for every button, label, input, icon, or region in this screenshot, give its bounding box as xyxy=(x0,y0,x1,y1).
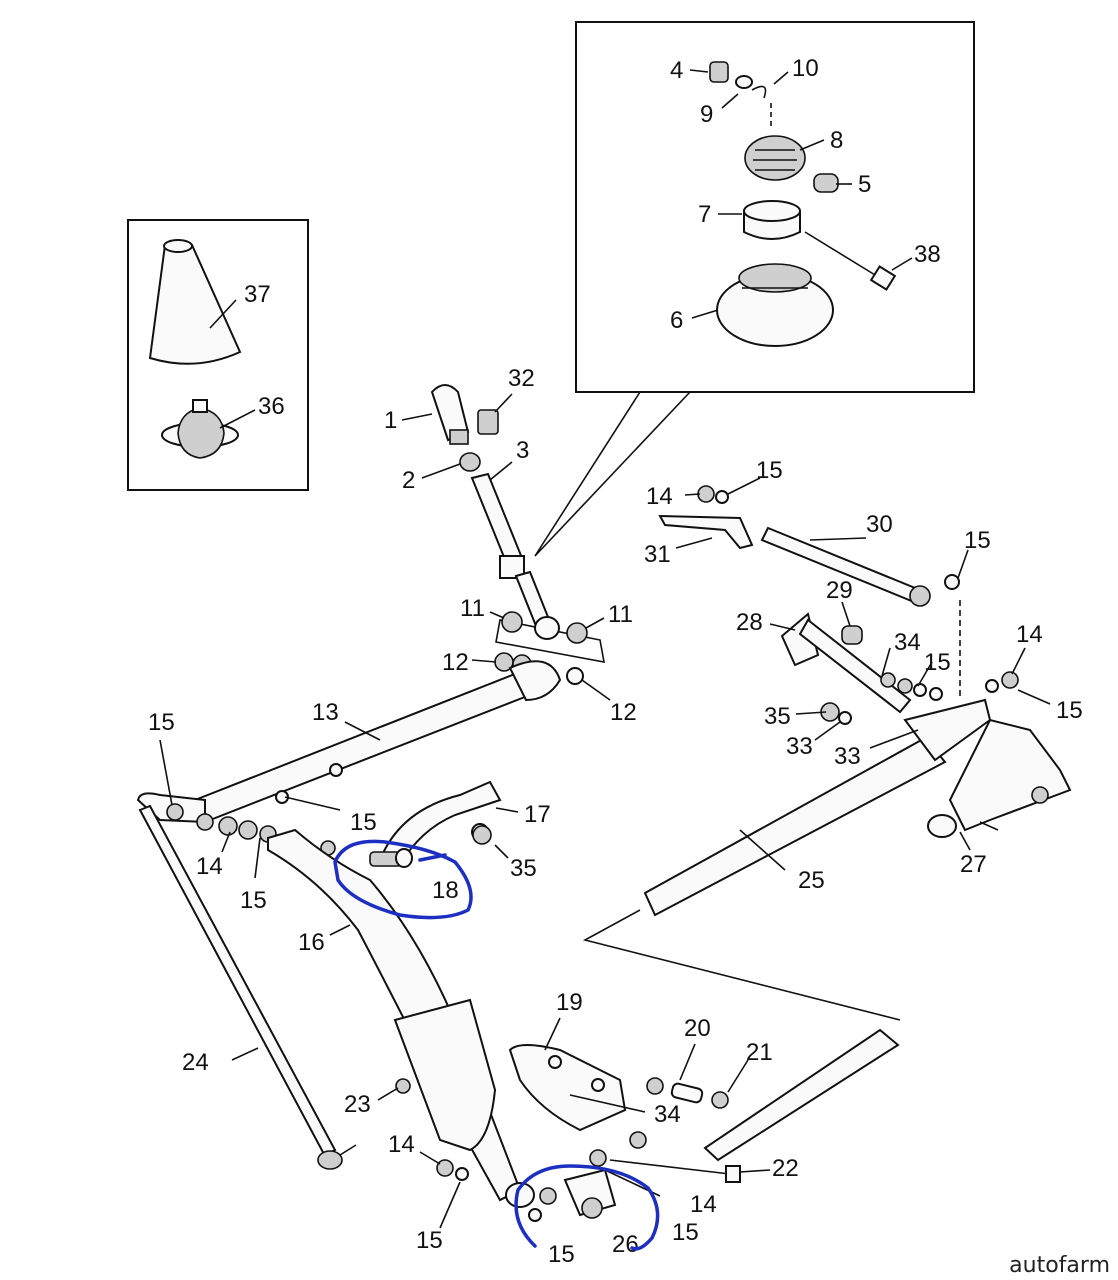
callout-labels: 37 36 4 10 9 8 5 7 38 6 32 1 2 3 11 11 1… xyxy=(148,55,1083,1268)
callout-16: 16 xyxy=(298,929,325,956)
callout-15-far-left: 15 xyxy=(148,709,175,736)
callout-30: 30 xyxy=(866,511,893,538)
washers-left xyxy=(166,763,343,856)
boot-mount-part xyxy=(161,399,239,459)
callout-20: 20 xyxy=(684,1015,711,1042)
link-rod-part-24 xyxy=(138,804,357,1170)
gear-boot-part xyxy=(148,239,242,365)
leader-dashed-box xyxy=(582,909,901,1021)
callout-13: 13 xyxy=(312,699,339,726)
callout-10: 10 xyxy=(792,55,819,82)
callout-8: 8 xyxy=(830,127,843,154)
callout-4: 4 xyxy=(670,57,683,84)
bush-part-29 xyxy=(841,625,863,645)
callout-38: 38 xyxy=(914,241,941,268)
callout-33-right: 33 xyxy=(834,743,861,770)
callout-14-left: 14 xyxy=(196,853,223,880)
lever-arm-part-16 xyxy=(267,828,535,1208)
clip-part-10 xyxy=(751,85,772,128)
collar-part-2 xyxy=(459,452,481,472)
callout-15-lower-left: 15 xyxy=(416,1227,443,1254)
callout-11-left: 11 xyxy=(460,595,485,622)
callout-15-top-right: 15 xyxy=(756,457,783,484)
callout-14-far-right: 14 xyxy=(1016,621,1043,648)
callout-15-lower-mid: 15 xyxy=(548,1241,575,1268)
callout-22: 22 xyxy=(772,1155,799,1182)
lever-bushes-part-11 xyxy=(495,611,605,663)
callout-26: 26 xyxy=(612,1231,639,1258)
callout-5: 5 xyxy=(858,171,871,198)
ball-socket-part-8 xyxy=(744,135,806,181)
callout-33-left: 33 xyxy=(786,733,813,760)
gear-knob-part-1 xyxy=(430,384,470,445)
callout-14-lower-left: 14 xyxy=(388,1131,415,1158)
bracket-part-28 xyxy=(780,612,912,714)
callout-25: 25 xyxy=(798,867,825,894)
callout-15-right-mid: 15 xyxy=(924,649,951,676)
nut-part-34b xyxy=(629,1131,647,1149)
callout-35-right: 35 xyxy=(764,703,791,730)
washer-part-9 xyxy=(735,75,753,89)
callout-14-lower-right: 14 xyxy=(690,1191,717,1218)
callout-15-left-low: 15 xyxy=(240,887,267,914)
nut-part-23 xyxy=(395,1078,411,1094)
callout-18: 18 xyxy=(432,877,459,904)
callout-12-right: 12 xyxy=(610,699,637,726)
pivot-part-26 xyxy=(563,1168,617,1219)
pin-part-5 xyxy=(813,173,839,193)
inset-pointer xyxy=(534,391,691,557)
bolt-part-38 xyxy=(804,231,897,291)
callout-21: 21 xyxy=(746,1039,773,1066)
callout-1: 1 xyxy=(384,407,397,434)
callout-12-left: 12 xyxy=(442,649,469,676)
bolt-part-22 xyxy=(609,1159,741,1183)
nut-part-35a xyxy=(472,825,492,845)
base-housing-part-6 xyxy=(716,263,834,347)
clip-part-32 xyxy=(477,409,499,435)
callout-2: 2 xyxy=(402,467,415,494)
selector-rod-part-30 xyxy=(760,526,960,607)
watermark-logo: autofarm xyxy=(1005,1253,1114,1278)
callout-15-lower-right: 15 xyxy=(672,1219,699,1246)
callout-6: 6 xyxy=(670,307,683,334)
highlight-circle-part-26 xyxy=(514,1164,660,1251)
callout-15-mid: 15 xyxy=(350,809,377,836)
selector-lever-part-31 xyxy=(658,485,754,550)
mount-bracket-part-27 xyxy=(927,718,1072,838)
callout-36: 36 xyxy=(258,393,285,420)
callout-28: 28 xyxy=(736,609,763,636)
pivot-pin-part-18 xyxy=(369,848,413,868)
callout-3: 3 xyxy=(516,437,529,464)
callout-7: 7 xyxy=(698,201,711,228)
callout-31: 31 xyxy=(644,541,671,568)
callout-37: 37 xyxy=(244,281,271,308)
callout-24: 24 xyxy=(182,1049,209,1076)
callout-14-top-right: 14 xyxy=(646,483,673,510)
callout-17: 17 xyxy=(524,801,551,828)
pin-part-20-21 xyxy=(646,1077,729,1109)
bracket-part-19 xyxy=(508,1044,627,1132)
callout-34-upper: 34 xyxy=(894,629,921,656)
callout-35-left: 35 xyxy=(510,855,537,882)
lower-fasteners xyxy=(436,1149,607,1222)
callout-32: 32 xyxy=(508,365,535,392)
callout-11-right: 11 xyxy=(608,601,633,628)
clamp-ring-part-7 xyxy=(743,200,801,240)
callout-27: 27 xyxy=(960,851,987,878)
bush-part-4 xyxy=(709,61,729,83)
highlight-circle-part-18 xyxy=(333,839,473,920)
callout-29: 29 xyxy=(826,577,853,604)
gear-lever-part-3 xyxy=(470,472,552,628)
callout-34-lower: 34 xyxy=(654,1101,681,1128)
callout-15-rod-end: 15 xyxy=(964,527,991,554)
callout-15-far-right: 15 xyxy=(1056,697,1083,724)
lower-shaft-part xyxy=(703,1028,900,1162)
callout-19: 19 xyxy=(556,989,583,1016)
callout-9: 9 xyxy=(700,101,713,128)
callout-23: 23 xyxy=(344,1091,371,1118)
